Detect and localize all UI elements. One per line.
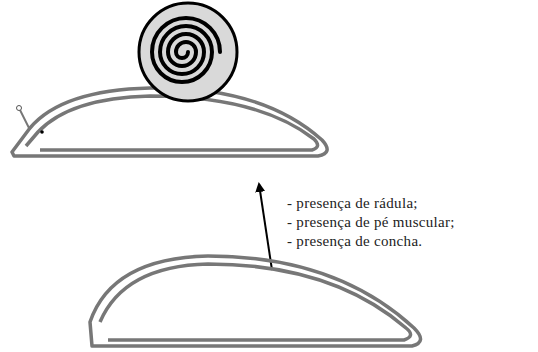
ancestor-body <box>90 256 421 346</box>
feature-note: - presença de rádula; <box>287 194 418 212</box>
feature-note: - presença de pé muscular; <box>287 213 455 231</box>
feature-note: - presença de concha. <box>287 232 422 250</box>
snail-tentacle <box>17 106 44 134</box>
snail-shell <box>139 3 237 101</box>
evolution-arrow <box>259 184 272 270</box>
